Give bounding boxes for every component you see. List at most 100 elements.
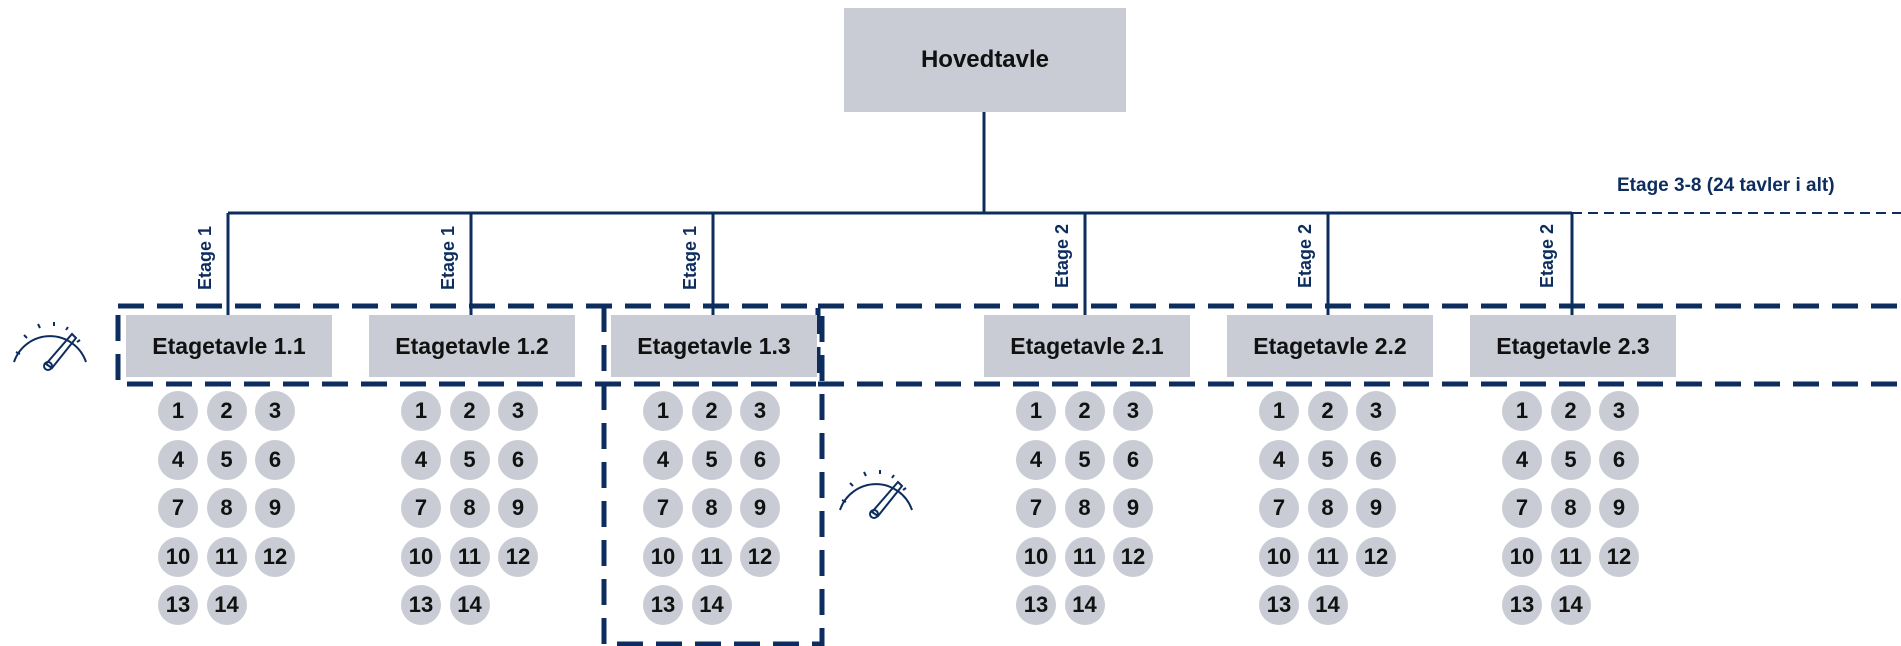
- circuit-circle: 3: [1113, 391, 1153, 431]
- floor-board-2-3: Etagetavle 2.3: [1470, 315, 1676, 377]
- circuit-circle: 13: [1502, 585, 1542, 625]
- circuit-circle: 2: [449, 391, 490, 431]
- circuit-circle: 14: [449, 585, 490, 625]
- circuit-circle: 13: [1016, 585, 1056, 625]
- circuit-circle: 8: [449, 488, 490, 528]
- circuit-circle: 10: [1016, 536, 1056, 577]
- circuit-circle: 3: [740, 391, 780, 431]
- circuit-circle: 5: [1550, 439, 1591, 480]
- circuit-circle: 5: [1307, 439, 1348, 480]
- circuit-circle: 10: [158, 536, 198, 577]
- floor-label-2-2: Etage 2: [1295, 223, 1315, 289]
- circuit-circle: 3: [1599, 391, 1639, 431]
- circuit-circle: 12: [1113, 536, 1153, 577]
- circuit-circle: 11: [449, 536, 490, 577]
- circuit-circle: 2: [1064, 391, 1105, 431]
- circuit-circle: 1: [643, 391, 683, 431]
- circuit-circle: 10: [401, 536, 441, 577]
- circuit-circle: 12: [740, 536, 780, 577]
- circuit-circle: 4: [158, 439, 198, 480]
- upper-floors-note: Etage 3-8 (24 tavler i alt): [1617, 175, 1835, 196]
- circuit-circle: 1: [401, 391, 441, 431]
- circuit-circle: 4: [1502, 439, 1542, 480]
- circuit-circle: 5: [691, 439, 732, 480]
- circuit-circle: 8: [691, 488, 732, 528]
- circuit-circle: 14: [206, 585, 247, 625]
- circuit-circle: 9: [1599, 488, 1639, 528]
- floor-label-2-1: Etage 2: [1052, 223, 1072, 289]
- circuit-circle: 6: [1356, 439, 1396, 480]
- floor-board-1-1: Etagetavle 1.1: [126, 315, 332, 377]
- circuit-circle: 11: [1550, 536, 1591, 577]
- circuit-circle: 6: [740, 439, 780, 480]
- circuit-circle: 7: [158, 488, 198, 528]
- floor-board-2-1: Etagetavle 2.1: [984, 315, 1190, 377]
- circuit-circle: 6: [1599, 439, 1639, 480]
- circuit-circle: 4: [643, 439, 683, 480]
- circuit-circle: 13: [643, 585, 683, 625]
- floor-board-1-3: Etagetavle 1.3: [611, 315, 817, 377]
- circuit-circle: 14: [1064, 585, 1105, 625]
- circuit-circle: 2: [1550, 391, 1591, 431]
- circuit-circle: 8: [1550, 488, 1591, 528]
- circuit-circle: 2: [206, 391, 247, 431]
- circuit-circle: 6: [498, 439, 538, 480]
- circuit-circle: 14: [1307, 585, 1348, 625]
- circuit-circle: 8: [206, 488, 247, 528]
- circuit-circle: 9: [1356, 488, 1396, 528]
- circuit-circle: 4: [1016, 439, 1056, 480]
- meter-icon: [13, 322, 87, 371]
- circuit-circle: 8: [1064, 488, 1105, 528]
- circuit-circle: 7: [401, 488, 441, 528]
- circuit-circle: 11: [1064, 536, 1105, 577]
- circuit-circle: 12: [255, 536, 295, 577]
- circuit-circle: 9: [1113, 488, 1153, 528]
- circuit-circle: 12: [498, 536, 538, 577]
- circuit-circle: 9: [740, 488, 780, 528]
- floor-label-1-2: Etage 1: [438, 225, 458, 291]
- floor-label-1-1: Etage 1: [195, 225, 215, 291]
- circuit-circle: 5: [1064, 439, 1105, 480]
- circuit-circle: 1: [1259, 391, 1299, 431]
- circuit-circle: 13: [158, 585, 198, 625]
- circuit-circle: 2: [691, 391, 732, 431]
- circuit-circle: 9: [255, 488, 295, 528]
- floor-label-2-3: Etage 2: [1537, 223, 1557, 289]
- circuit-circle: 7: [1502, 488, 1542, 528]
- circuit-circle: 11: [1307, 536, 1348, 577]
- circuit-circle: 13: [1259, 585, 1299, 625]
- circuit-circle: 3: [1356, 391, 1396, 431]
- floor-board-2-2: Etagetavle 2.2: [1227, 315, 1433, 377]
- main-board-box: Hovedtavle: [844, 8, 1126, 112]
- circuit-circle: 14: [691, 585, 732, 625]
- circuit-circle: 12: [1356, 536, 1396, 577]
- circuit-circle: 14: [1550, 585, 1591, 625]
- circuit-circle: 12: [1599, 536, 1639, 577]
- circuit-circle: 4: [401, 439, 441, 480]
- circuit-circle: 10: [1259, 536, 1299, 577]
- circuit-circle: 1: [1502, 391, 1542, 431]
- circuit-circle: 7: [643, 488, 683, 528]
- circuit-circle: 13: [401, 585, 441, 625]
- circuit-circle: 6: [1113, 439, 1153, 480]
- circuit-circle: 3: [498, 391, 538, 431]
- circuit-circle: 5: [449, 439, 490, 480]
- circuit-circle: 8: [1307, 488, 1348, 528]
- circuit-circle: 6: [255, 439, 295, 480]
- circuit-circle: 2: [1307, 391, 1348, 431]
- circuit-circle: 1: [1016, 391, 1056, 431]
- circuit-circle: 10: [643, 536, 683, 577]
- circuit-circle: 11: [206, 536, 247, 577]
- circuit-circle: 11: [691, 536, 732, 577]
- floor-label-1-3: Etage 1: [680, 225, 700, 291]
- circuit-circle: 10: [1502, 536, 1542, 577]
- meter-icon: [839, 470, 913, 519]
- circuit-circle: 9: [498, 488, 538, 528]
- board-1-3-outline: [601, 306, 825, 646]
- circuit-circle: 1: [158, 391, 198, 431]
- floor-board-1-2: Etagetavle 1.2: [369, 315, 575, 377]
- circuit-circle: 3: [255, 391, 295, 431]
- circuit-circle: 5: [206, 439, 247, 480]
- circuit-circle: 7: [1016, 488, 1056, 528]
